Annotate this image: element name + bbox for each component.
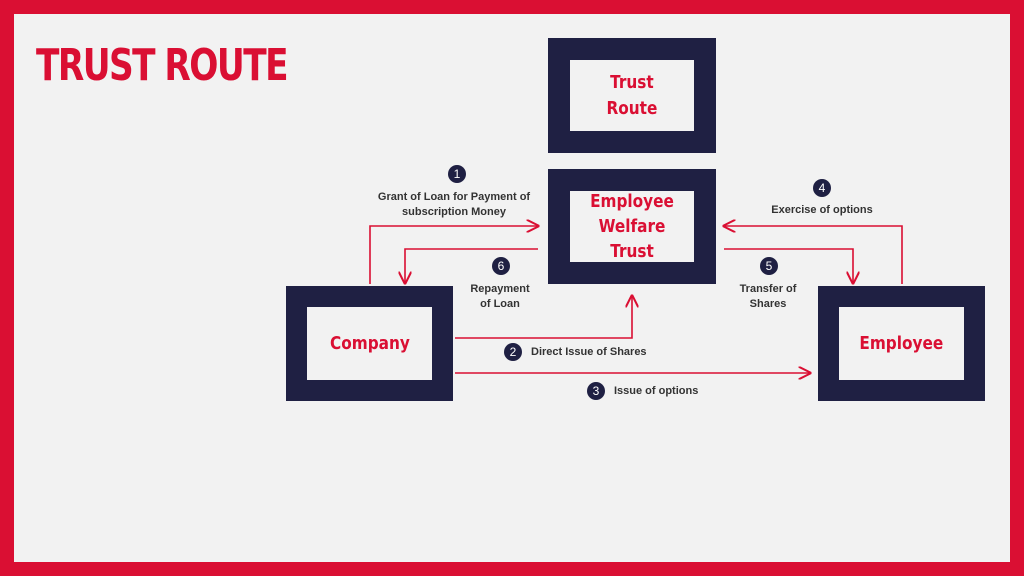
employee-box: Employee bbox=[818, 286, 985, 401]
company-box: Company bbox=[286, 286, 453, 401]
step-5-badge: 5 bbox=[760, 257, 778, 275]
step-4-badge: 4 bbox=[813, 179, 831, 197]
step-3-label: Issue of options bbox=[614, 385, 699, 397]
step-2-badge: 2 bbox=[504, 343, 522, 361]
page-title: TRUST ROUTE bbox=[36, 40, 289, 91]
arrow-repayment-of-loan bbox=[405, 248, 538, 283]
step-3-badge: 3 bbox=[587, 382, 605, 400]
trust-route-label: Trust Route bbox=[606, 72, 658, 119]
arrow-direct-issue-of-shares bbox=[455, 296, 632, 339]
company-label: Company bbox=[329, 332, 410, 354]
step-1-badge: 1 bbox=[448, 165, 466, 183]
trust-route-box: Trust Route bbox=[548, 38, 716, 153]
arrow-grant-of-loan bbox=[369, 226, 538, 284]
employee-welfare-trust-box: Employee Welfare Trust bbox=[548, 169, 716, 284]
step-1-label: Grant of Loan for Payment of subscriptio… bbox=[377, 191, 531, 218]
step-6-badge: 6 bbox=[492, 257, 510, 275]
employee-welfare-trust-label: Employee Welfare Trust bbox=[590, 190, 674, 263]
arrow-exercise-of-options bbox=[724, 226, 903, 284]
arrow-transfer-of-shares bbox=[724, 248, 853, 283]
step-4-label: Exercise of options bbox=[771, 204, 873, 216]
step-5-label: Transfer of Shares bbox=[739, 283, 797, 310]
step-2-label: Direct Issue of Shares bbox=[531, 346, 647, 358]
step-6-label: Repayment of Loan bbox=[470, 283, 530, 310]
employee-label: Employee bbox=[859, 332, 944, 354]
